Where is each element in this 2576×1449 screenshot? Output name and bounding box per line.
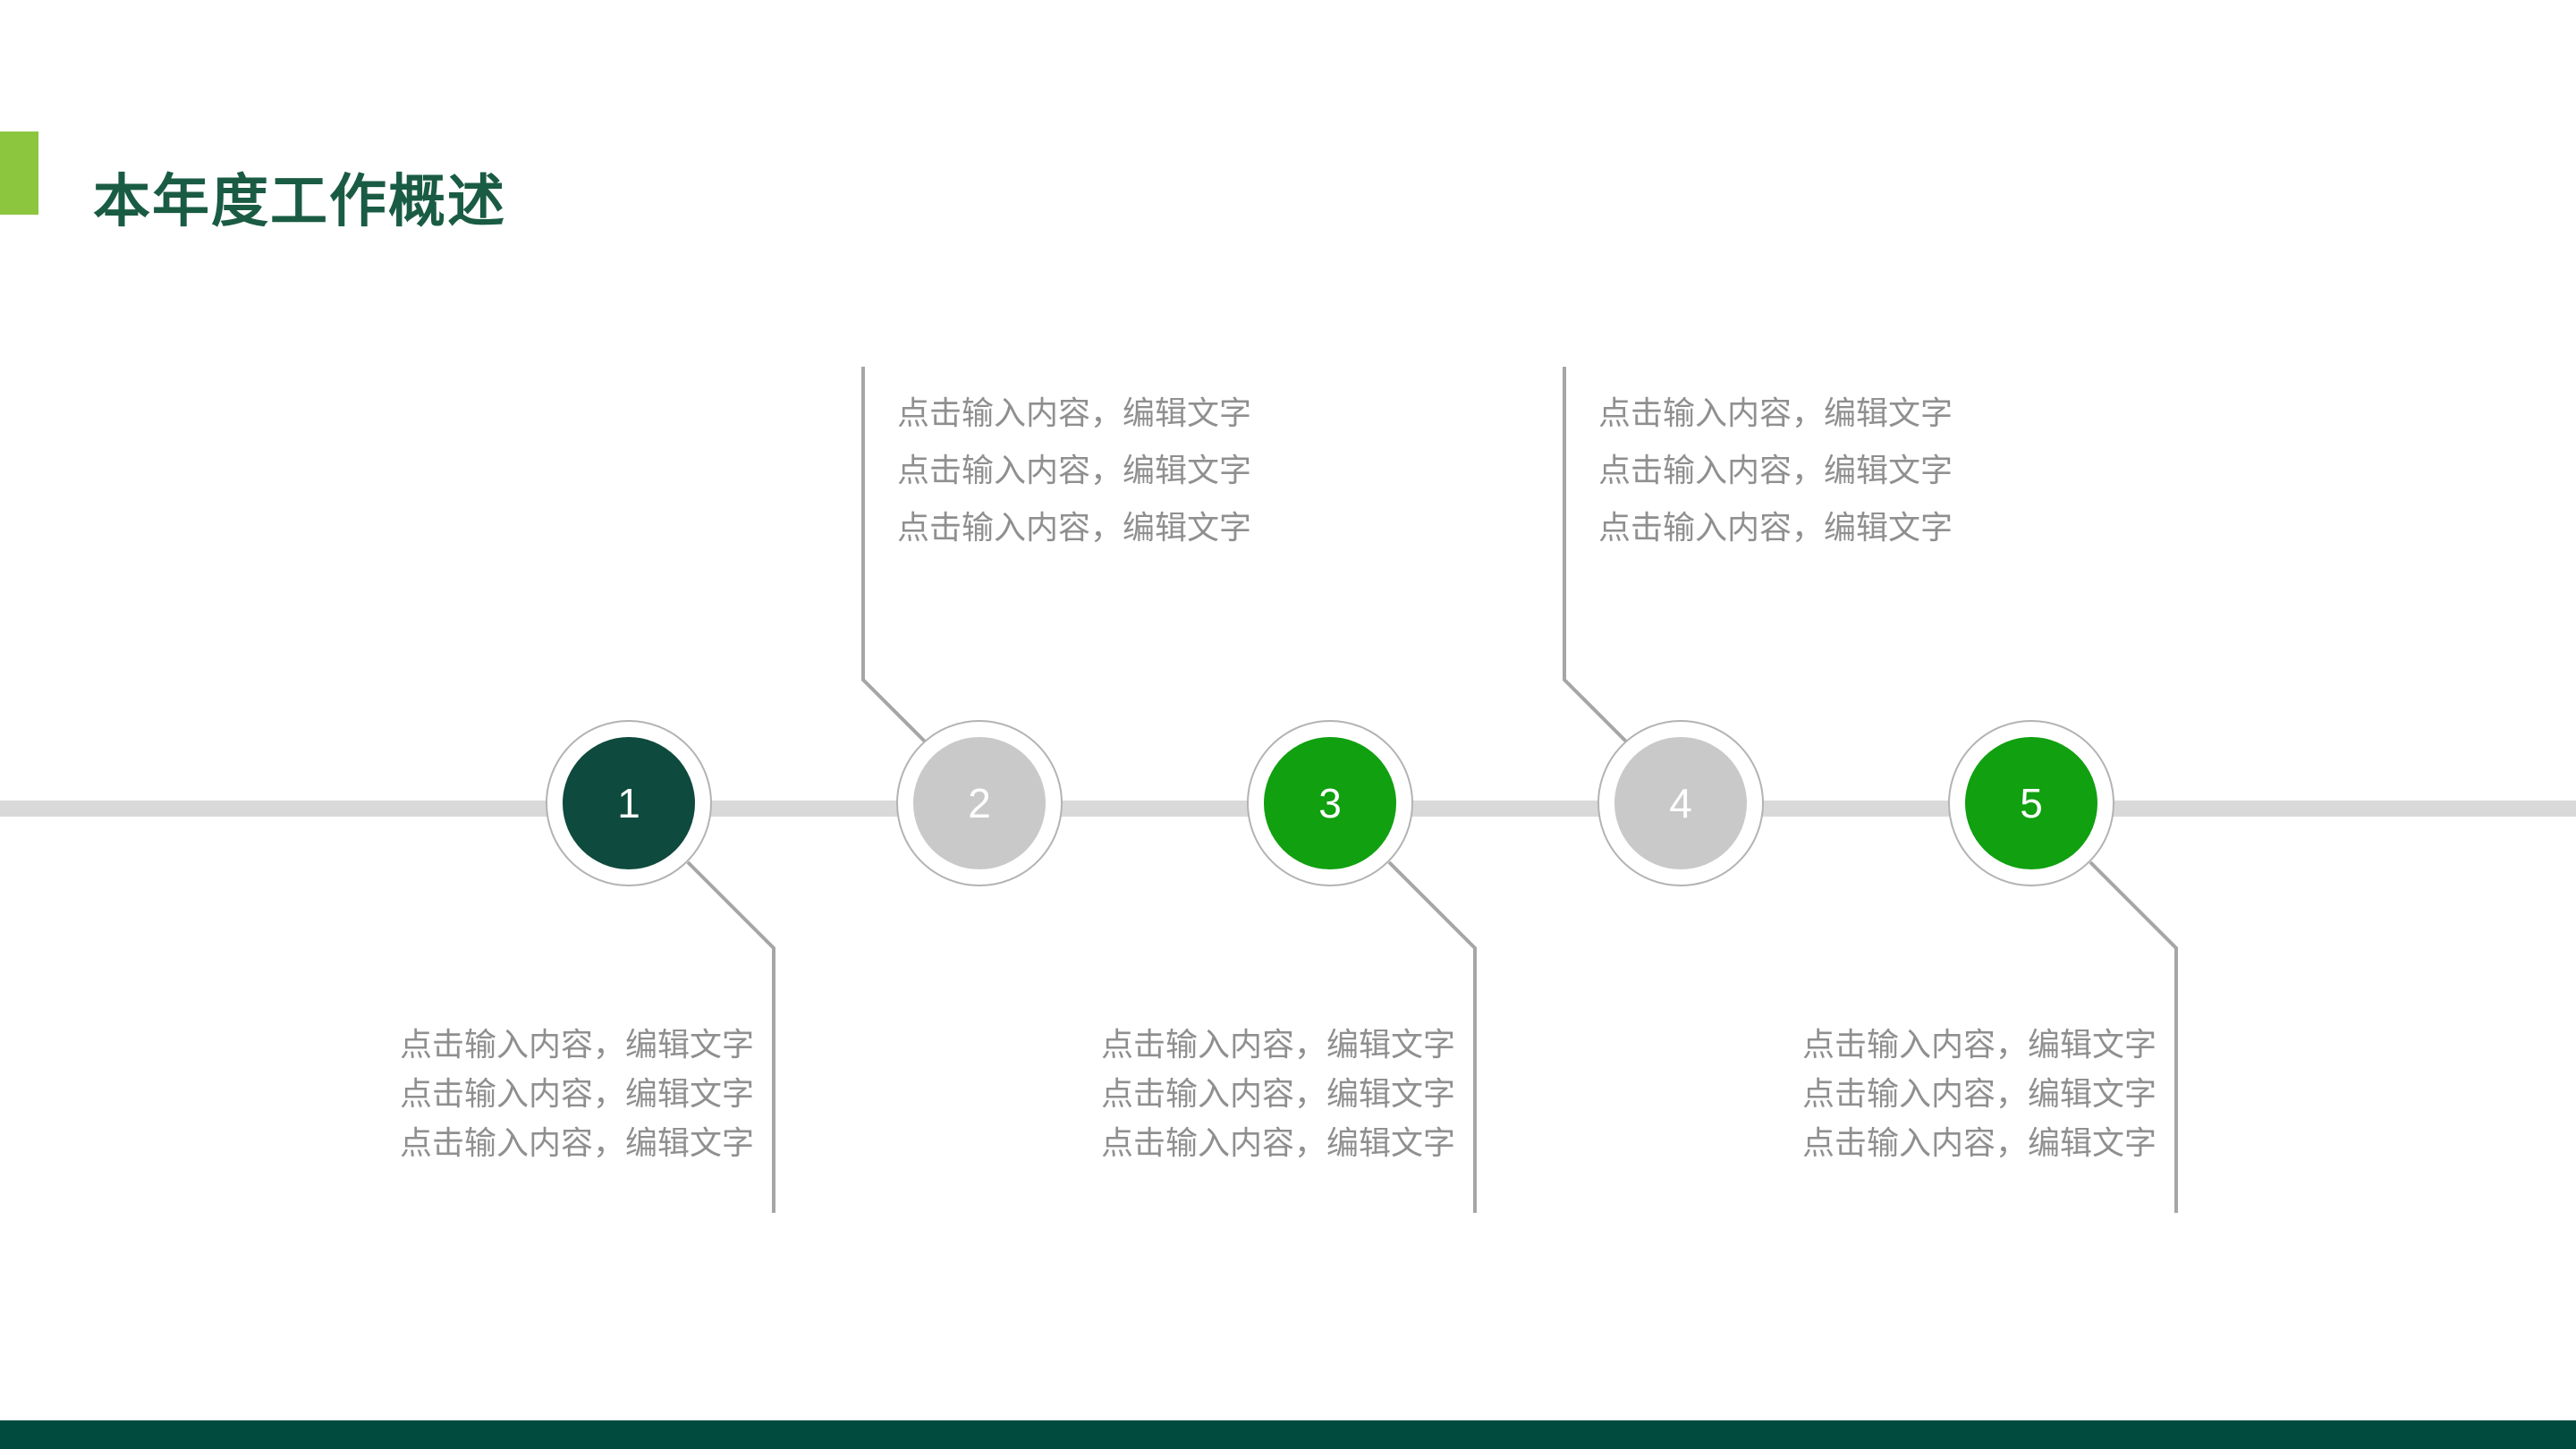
step-number-badge: 1 [563,737,695,869]
placeholder-line: 点击输入内容，编辑文字 [1100,1075,1455,1112]
footer-accent-bar [0,1420,2576,1449]
placeholder-line: 点击输入内容，编辑文字 [399,1026,754,1063]
placeholder-line: 点击输入内容，编辑文字 [399,1124,754,1161]
text-placeholder-step-5[interactable]: 点击输入内容，编辑文字 点击输入内容，编辑文字 点击输入内容，编辑文字 [1802,1020,2157,1167]
page-title: 本年度工作概述 [93,168,506,233]
placeholder-line: 点击输入内容，编辑文字 [1801,1124,2157,1161]
step-number-badge: 4 [1614,737,1747,869]
connector-line-step5 [2089,860,2178,1213]
text-placeholder-step-4[interactable]: 点击输入内容，编辑文字 点击输入内容，编辑文字 点击输入内容，编辑文字 [1598,385,1953,556]
timeline-step-2: 2 [896,720,1063,886]
placeholder-line: 点击输入内容，编辑文字 [1100,1026,1455,1063]
text-placeholder-step-1[interactable]: 点击输入内容，编辑文字 点击输入内容，编辑文字 点击输入内容，编辑文字 [400,1020,754,1167]
placeholder-line: 点击输入内容，编辑文字 [897,509,1252,546]
timeline-step-5: 5 [1948,720,2114,886]
timeline-step-1: 1 [546,720,712,886]
title-accent-bar [0,131,38,215]
text-placeholder-step-2[interactable]: 点击输入内容，编辑文字 点击输入内容，编辑文字 点击输入内容，编辑文字 [897,385,1251,556]
timeline-step-4: 4 [1597,720,1764,886]
text-placeholder-step-3[interactable]: 点击输入内容，编辑文字 点击输入内容，编辑文字 点击输入内容，编辑文字 [1101,1020,1455,1167]
connector-line-step3 [1387,860,1477,1213]
placeholder-line: 点击输入内容，编辑文字 [1801,1026,2157,1063]
connector-line-step4 [1563,367,1629,744]
step-number-badge: 5 [1965,737,2097,869]
placeholder-line: 点击输入内容，编辑文字 [399,1075,754,1112]
placeholder-line: 点击输入内容，编辑文字 [1801,1075,2157,1112]
connector-line-step2 [861,367,928,744]
placeholder-line: 点击输入内容，编辑文字 [1598,509,1953,546]
connector-line-step1 [686,860,775,1213]
placeholder-line: 点击输入内容，编辑文字 [897,452,1252,488]
placeholder-line: 点击输入内容，编辑文字 [1598,394,1953,431]
placeholder-line: 点击输入内容，编辑文字 [897,394,1252,431]
placeholder-line: 点击输入内容，编辑文字 [1100,1124,1455,1161]
timeline-step-3: 3 [1247,720,1413,886]
step-number-badge: 3 [1264,737,1396,869]
placeholder-line: 点击输入内容，编辑文字 [1598,452,1953,488]
step-number-badge: 2 [913,737,1046,869]
